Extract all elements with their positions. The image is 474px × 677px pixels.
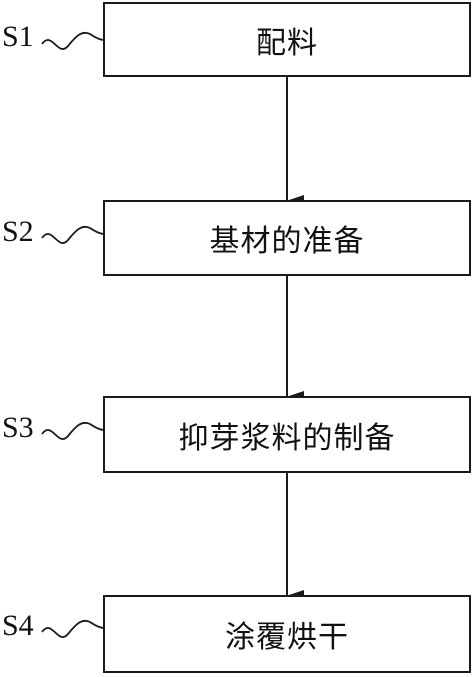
step-text-s3: 抑芽浆料的制备 [178,420,396,456]
step-box-s1: 配料 [103,2,471,77]
step-label-s1: S1 [2,20,34,53]
step-label-s4: S4 [2,609,34,642]
leader-squiggle-s1 [41,31,105,50]
step-label-s3: S3 [2,411,34,444]
step-text-s2: 基材的准备 [209,224,365,259]
step-box-s3: 抑芽浆料的制备 [103,396,471,473]
leader-squiggle-s2 [41,225,105,244]
step-box-s4: 涂覆烘干 [103,595,471,673]
leader-squiggle-s3 [41,421,105,440]
step-text-s4: 涂覆烘干 [225,620,349,655]
leader-squiggle-s4 [41,619,105,638]
step-text-s1: 配料 [256,25,318,61]
step-box-s2: 基材的准备 [103,200,471,276]
step-label-s2: S2 [2,215,34,248]
